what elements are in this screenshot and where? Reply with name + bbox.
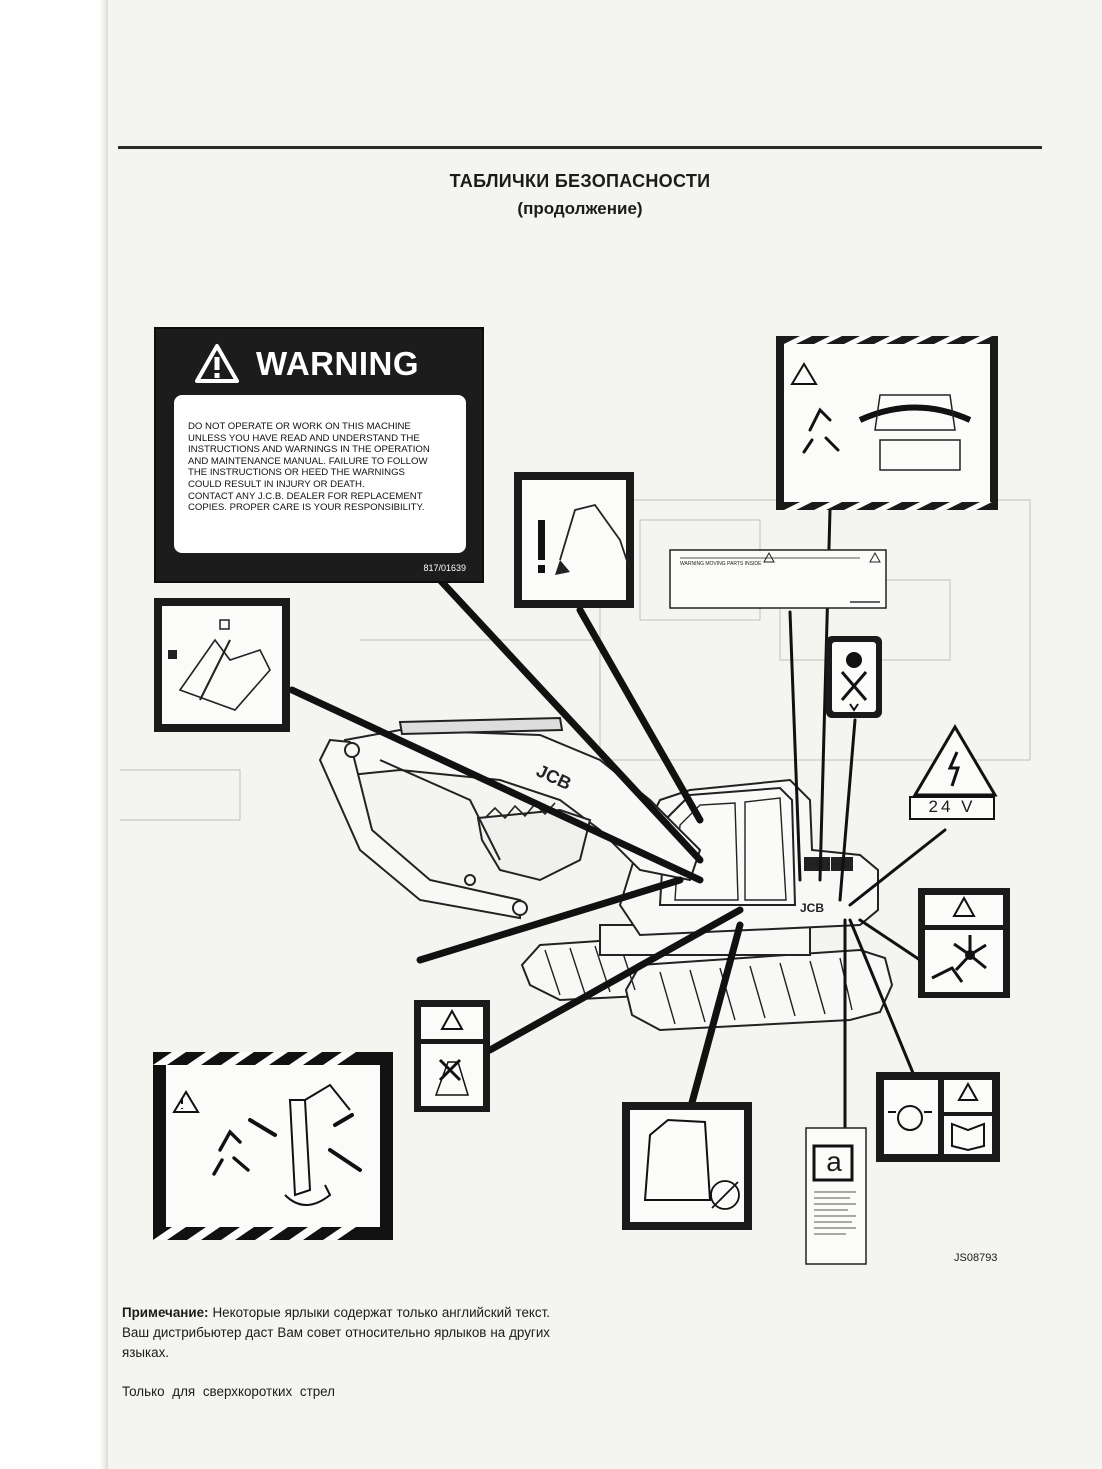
boom-cylinder: [398, 716, 564, 736]
header-rule: [118, 146, 1042, 149]
decal-cab-window: [622, 1102, 752, 1230]
warning-heading: WARNING: [156, 343, 482, 387]
note-label: Примечание:: [122, 1305, 209, 1320]
footnote: Только для сверхкоротких стрел: [122, 1384, 335, 1399]
svg-text:JCB: JCB: [800, 901, 824, 915]
info-decal-letter: a: [826, 1146, 842, 1177]
page-subtitle: (продолжение): [517, 199, 643, 218]
bucket: [476, 808, 592, 882]
warning-triangle-icon: [195, 344, 239, 383]
decal-slew-crush: [776, 336, 998, 510]
boom: [343, 728, 702, 882]
decal-coolant-manual: [876, 1072, 1000, 1162]
voltage-label: 24 V: [928, 797, 976, 816]
figure-code: JS08793: [954, 1252, 998, 1264]
page-margin-shadow: [0, 0, 108, 1469]
warning-decal-code: 817/01639: [423, 563, 466, 573]
decal-information: [805, 1127, 867, 1265]
note-paragraph: Примечание: Некоторые ярлыки содержат то…: [122, 1303, 550, 1363]
decal-fan-hazard: [918, 888, 1010, 998]
track-shoes: [544, 943, 853, 1025]
warning-word: WARNING: [256, 345, 419, 382]
decal-moving-parts: WARNING MOVING PARTS INSIDE: [669, 549, 887, 609]
thin-leader-lines: [788, 508, 947, 1130]
track-front: [624, 948, 894, 1032]
page-title: ТАБЛИЧКИ БЕЗОПАСНОСТИ: [449, 171, 711, 191]
warning-text-panel: DO NOT OPERATE OR WORK ON THIS MACHINE U…: [174, 395, 466, 553]
leader-lines: [288, 576, 744, 1114]
decal-general-hazard: [514, 472, 634, 608]
decal-no-hands: [414, 1000, 490, 1112]
decal-pinch-point: [154, 598, 290, 732]
decal-lifting-point: [826, 636, 882, 718]
slew-decal-stripes: [784, 336, 992, 510]
decal-arm-hazard-striped: [153, 1052, 393, 1240]
svg-text:WARNING MOVING PARTS INSIDE: WARNING MOVING PARTS INSIDE: [680, 561, 762, 567]
track-frame: [599, 924, 811, 956]
warning-text: DO NOT OPERATE OR WORK ON THIS MACHINE U…: [188, 421, 430, 514]
decal-electrical-24v: [909, 724, 998, 820]
warning-decal: WARNING DO NOT OPERATE OR WORK ON THIS M…: [154, 327, 484, 583]
note-text: Некоторые ярлыки содержат только английс…: [122, 1305, 550, 1360]
